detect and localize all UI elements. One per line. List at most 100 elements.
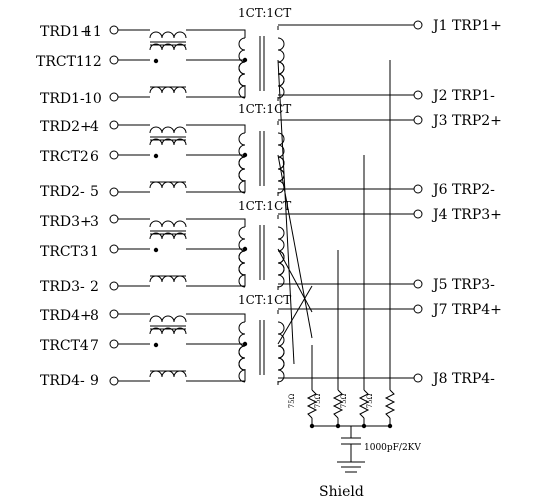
pin-label-trct4: TRCT4 <box>40 338 89 354</box>
pin-terminal-2-3 <box>109 187 119 197</box>
choke-coil-4-lower <box>149 327 187 335</box>
termination-resistor-2 <box>332 389 344 419</box>
transformer-3-primary-coil-b <box>238 250 246 288</box>
junction-dot <box>335 423 341 429</box>
primary-bottom-wire <box>186 369 246 382</box>
transformer-3-secondary-coil-b <box>277 250 285 288</box>
pin-terminal-1-3 <box>109 92 119 102</box>
pin-number-6: 6 <box>90 149 99 165</box>
resistor-label-3: 75Ω <box>340 393 348 408</box>
pin-number-1: 1 <box>90 244 99 260</box>
termination-resistor-3 <box>358 389 370 419</box>
components <box>109 20 423 473</box>
pin-terminal-4-3 <box>109 376 119 386</box>
pin-number-3: 3 <box>90 214 99 230</box>
jack-label-j3: J3 TRP2+ <box>431 113 502 129</box>
polarity-dot <box>153 153 159 159</box>
transformer-1-primary-coil-b <box>238 61 246 99</box>
pin-number-11: 11 <box>84 24 102 40</box>
primary-top-wire <box>186 29 246 38</box>
jack-label-j6: J6 TRP2- <box>431 182 495 198</box>
secondary-centertap-wire <box>277 154 313 339</box>
pin-number-4: 4 <box>90 119 99 135</box>
pin-label-trct3: TRCT3 <box>40 244 89 260</box>
choke-coil-1-lower <box>149 43 187 51</box>
junction-dot <box>387 423 393 429</box>
pin-number-12: 12 <box>84 54 102 70</box>
pin-number-5: 5 <box>90 184 99 200</box>
choke-coil-2-bottom <box>149 181 187 189</box>
jack-terminal-2 <box>413 90 423 100</box>
pin-number-7: 7 <box>90 338 99 354</box>
pin-number-2: 2 <box>90 279 99 295</box>
jack-label-j1: J1 TRP1+ <box>431 18 502 34</box>
pin-terminal-4-1 <box>109 309 119 319</box>
pin-label-trd2-minus: TRD2- <box>40 184 85 200</box>
pin-terminal-4-2 <box>109 339 119 349</box>
ratio-label-1: 1CT:1CT <box>238 6 291 20</box>
pin-terminal-2-1 <box>109 120 119 130</box>
pin-label-trct1: TRCT1 <box>36 54 85 70</box>
polarity-dot <box>153 342 159 348</box>
pin-label-trct2: TRCT2 <box>40 149 89 165</box>
secondary-centertap-wire <box>277 285 313 345</box>
pin-label-trd4-plus: TRD4+ <box>40 308 92 324</box>
pin-terminal-1-2 <box>109 55 119 65</box>
transformer-2-primary-coil-b <box>238 156 246 194</box>
choke-coil-2-upper <box>149 126 187 134</box>
transformer-1-secondary-coil-b <box>277 61 285 99</box>
resistor-label-2: 75Ω <box>314 393 322 408</box>
transformer-2-secondary-coil-b <box>277 156 285 194</box>
jack-label-j5: J5 TRP3- <box>431 277 495 293</box>
choke-coil-3-lower <box>149 232 187 240</box>
shield-label: Shield <box>319 484 364 500</box>
jack-terminal-4 <box>413 184 423 194</box>
jack-label-j8: J8 TRP4- <box>431 371 495 387</box>
choke-coil-3-upper <box>149 220 187 228</box>
ratio-label-2: 1CT:1CT <box>238 102 291 116</box>
ratio-label-4: 1CT:1CT <box>238 293 291 307</box>
ratio-label-3: 1CT:1CT <box>238 199 291 213</box>
pin-label-trd2-plus: TRD2+ <box>40 119 92 135</box>
junction-dot <box>242 341 248 347</box>
pin-label-trd3-plus: TRD3+ <box>40 214 92 230</box>
pin-terminal-3-3 <box>109 281 119 291</box>
jack-terminal-7 <box>413 304 423 314</box>
pin-label-trd1-minus: TRD1- <box>40 91 85 107</box>
choke-coil-4-bottom <box>149 370 187 378</box>
termination-resistor-1 <box>306 389 318 419</box>
jack-terminal-3 <box>413 115 423 125</box>
pin-label-trd1-plus: TRD1+ <box>40 24 92 40</box>
junction-dot <box>309 423 315 429</box>
polarity-dot <box>153 58 159 64</box>
pin-terminal-3-2 <box>109 244 119 254</box>
junction-dot <box>242 57 248 63</box>
pin-number-9: 9 <box>90 373 99 389</box>
termination-resistor-4 <box>384 389 396 419</box>
capacitor-label: 1000pF/2KV <box>364 443 421 453</box>
wiring <box>118 24 414 462</box>
jack-terminal-1 <box>413 20 423 30</box>
pin-terminal-2-2 <box>109 150 119 160</box>
pin-label-trd3-minus: TRD3- <box>40 279 85 295</box>
resistor-label-1: 75Ω <box>288 393 296 408</box>
junction-dot <box>242 246 248 252</box>
polarity-dot <box>153 247 159 253</box>
primary-bottom-wire <box>186 85 246 98</box>
primary-top-wire <box>186 313 246 322</box>
primary-top-wire <box>186 124 246 133</box>
junction-dot <box>242 152 248 158</box>
choke-coil-2-lower <box>149 138 187 146</box>
jack-label-j2: J2 TRP1- <box>431 88 495 104</box>
pin-label-trd4-minus: TRD4- <box>40 373 85 389</box>
pin-number-8: 8 <box>90 308 99 324</box>
choke-coil-3-bottom <box>149 275 187 283</box>
transformer-4-primary-coil-b <box>238 345 246 383</box>
choke-coil-1-bottom <box>149 86 187 94</box>
secondary-centertap-wire <box>277 59 295 365</box>
jack-label-j4: J4 TRP3+ <box>431 207 502 223</box>
primary-bottom-wire <box>186 274 246 287</box>
transformer-4-secondary-coil-b <box>277 345 285 383</box>
primary-top-wire <box>186 218 246 227</box>
